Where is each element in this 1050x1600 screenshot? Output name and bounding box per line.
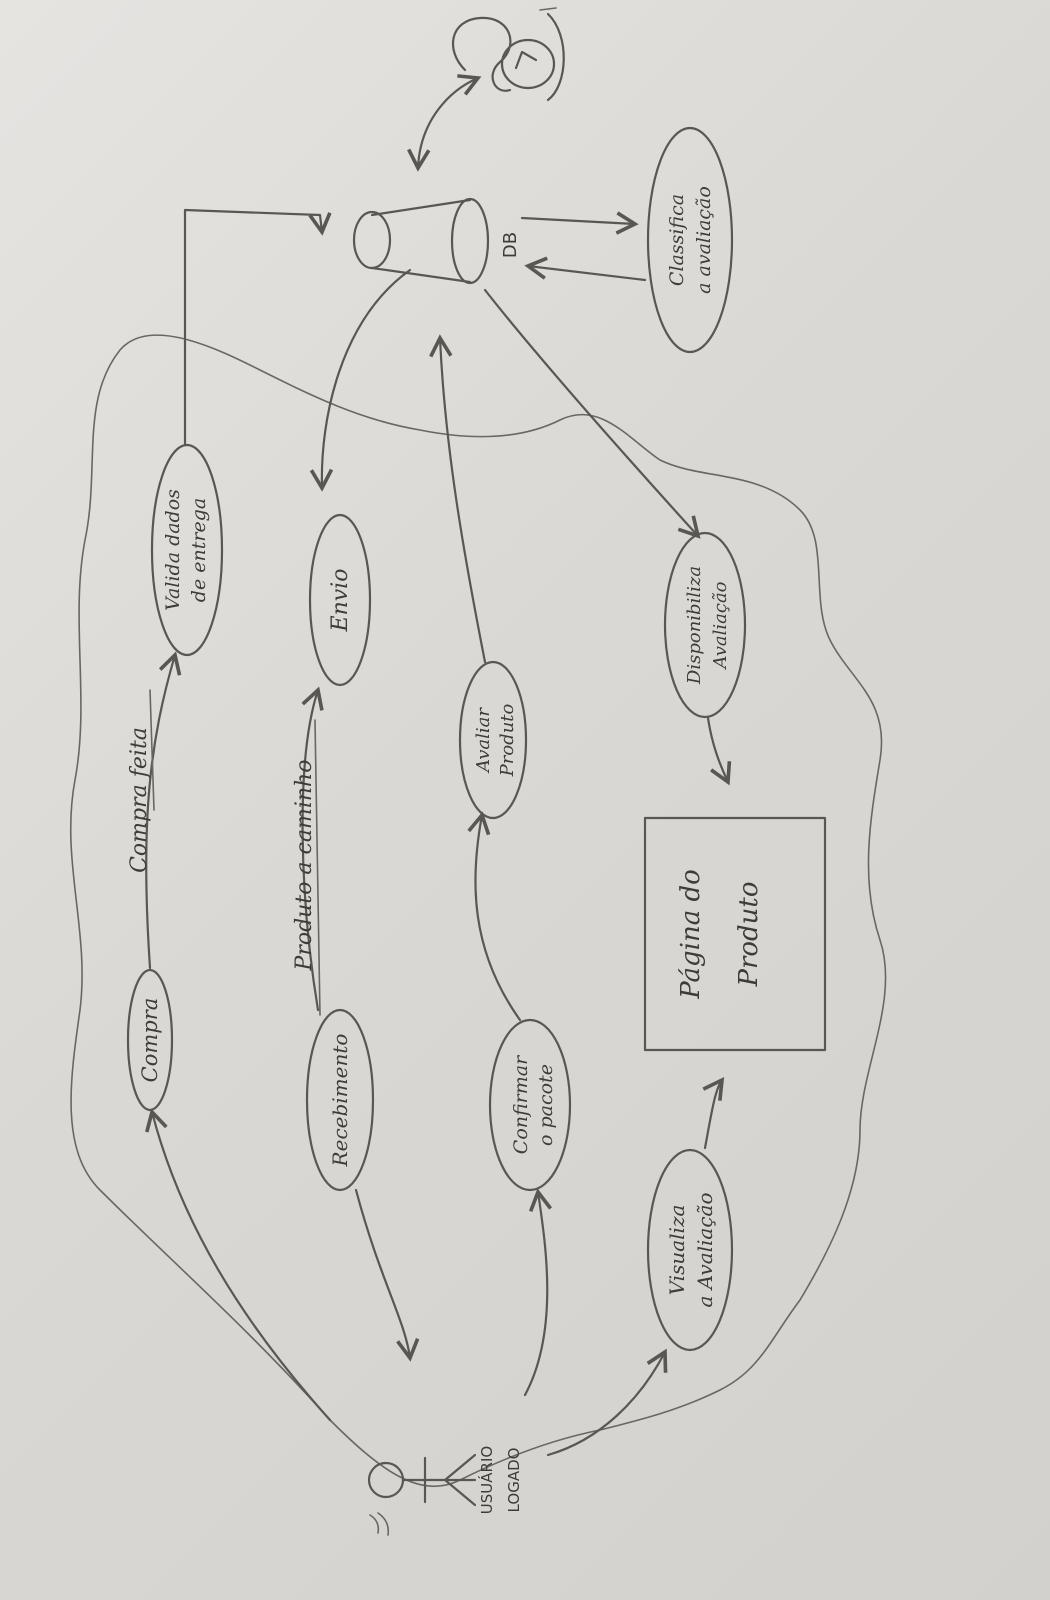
usecase-disponibiliza[interactable]: [663, 531, 747, 719]
usecase-avaliar-label-line1: Avaliar: [473, 707, 494, 774]
usecase-disponibiliza-label-line1: Disponibiliza: [684, 566, 705, 685]
product-page-label-line1: Página do: [676, 869, 706, 1000]
usecase-visualiza-label-line2: a Avaliação: [693, 1192, 717, 1307]
database-label: DB: [500, 232, 521, 258]
usecase-classifica-label-line1: Classifica: [666, 194, 688, 286]
usecase-valida-dados[interactable]: [150, 443, 224, 657]
edge-underline-produto-a-caminho: [314, 719, 321, 1016]
usecase-avaliar-label-line2: Produto: [497, 703, 518, 777]
usecase-avaliar[interactable]: [458, 660, 528, 820]
usecase-compra-label: Compra: [138, 998, 162, 1083]
database-cylinder: DB: [352, 197, 521, 285]
usecase-confirmar-label-line2: o pacote: [535, 1064, 557, 1146]
usecase-envio-label: Envio: [328, 569, 353, 633]
usecase-classifica[interactable]: [646, 126, 734, 354]
product-page-box: [643, 816, 827, 1052]
usecase-recebimento-label: Recebimento: [328, 1034, 352, 1168]
product-page-label-line2: Produto: [734, 881, 764, 987]
usecase-valida-label-line1: Valida dados: [162, 489, 184, 611]
usecase-classifica-label-line2: a avaliação: [693, 186, 715, 294]
edges: [145, 74, 732, 1457]
usecase-visualiza-label-line1: Visualiza: [665, 1205, 689, 1296]
edge-label-produto-a-caminho: Produto a caminho: [292, 760, 317, 972]
usecase-envio[interactable]: [308, 513, 372, 687]
usecase-confirmar-label-line1: Confirmar: [510, 1054, 532, 1154]
usecase-disponibiliza-label-line2: Avaliação: [710, 581, 731, 670]
usecase-visualiza[interactable]: [646, 1148, 734, 1352]
actor-label-line1: USUÁRIO: [477, 1446, 496, 1514]
edge-underline-compra-feita: [149, 689, 155, 811]
usecase-recebimento[interactable]: [305, 1008, 375, 1192]
actor-label-line2: LOGADO: [505, 1448, 523, 1513]
actor-user: USUÁRIO LOGADO: [367, 1446, 523, 1536]
usecase-valida-label-line2: de entrega: [188, 498, 210, 602]
system-boundary: [69, 334, 887, 1488]
admin-figure: [451, 7, 565, 102]
edge-label-compra-feita: Compra feita: [127, 727, 152, 873]
